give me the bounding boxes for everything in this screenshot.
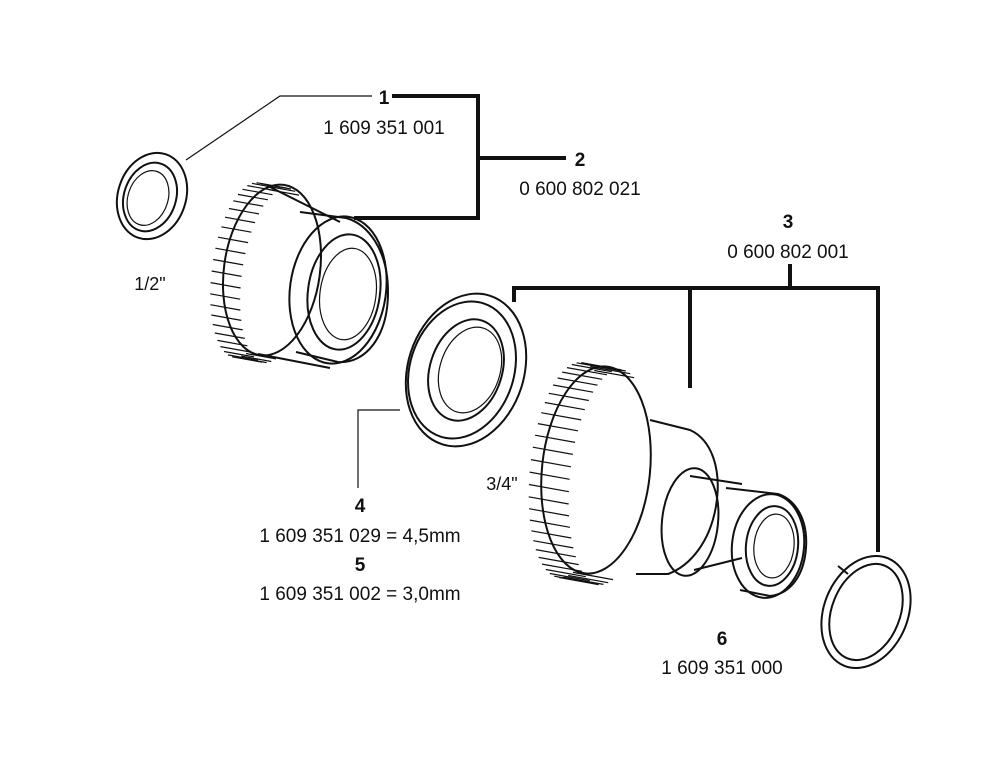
knurl-tooth [531, 530, 572, 539]
part-1-number: 1 [379, 88, 390, 109]
knurl-tooth [211, 270, 242, 277]
part-4-part-number: 1 609 351 029 = 4,5mm [259, 526, 460, 547]
knurl-tooth [210, 293, 241, 300]
part-3-number: 3 [783, 212, 794, 233]
bracket-part-3 [512, 286, 880, 552]
knurl-tooth [217, 339, 248, 347]
knurl-tooth [242, 188, 273, 196]
knurl-tooth [212, 323, 243, 331]
knurl-tooth [548, 392, 589, 402]
knurl-tooth [541, 412, 582, 421]
knurl-tooth [529, 471, 570, 480]
part-5-part-number: 1 609 351 002 = 3,0mm [259, 584, 460, 605]
part-2-number: 2 [575, 150, 586, 171]
part-3-part-number: 0 600 802 001 [727, 242, 849, 263]
knurl-tooth [538, 556, 579, 566]
part-2-part-number: 0 600 802 021 [519, 179, 641, 200]
knurl-tooth [268, 189, 300, 196]
connector-part-3 [528, 362, 808, 599]
knurl-tooth [215, 247, 246, 255]
knurl-tooth [528, 496, 569, 505]
size-label-half-inch: 1/2" [134, 274, 165, 294]
knurl-tooth [544, 401, 585, 411]
part-6-number: 6 [717, 629, 728, 650]
knurl-tooth [224, 216, 256, 224]
bracket-part-1-2 [354, 94, 480, 220]
size-label-three-quarter-inch: 3/4" [486, 474, 517, 494]
connector-part-2 [210, 182, 389, 369]
knurl-tooth [537, 423, 579, 432]
knurl-tooth [535, 549, 576, 558]
knurl-tooth [552, 384, 594, 393]
washer-part-4-5 [404, 292, 528, 448]
part-6-part-number: 1 609 351 000 [661, 658, 783, 679]
part-4-number: 4 [355, 496, 366, 517]
knurl-tooth [563, 576, 604, 585]
washer-part-1 [115, 151, 189, 241]
knurl-tooth [528, 483, 570, 493]
knurl-tooth [221, 226, 252, 233]
knurl-tooth [545, 568, 586, 578]
knurl-tooth [557, 377, 598, 386]
leader-line-part-4-5 [357, 409, 400, 488]
knurl-tooth [530, 459, 572, 468]
part-5-number: 5 [355, 555, 366, 576]
knurl-tooth [228, 207, 260, 215]
knurl-tooth [227, 354, 259, 361]
knurl-tooth [568, 574, 609, 584]
knurl-tooth [534, 434, 576, 443]
knurl-tooth [554, 575, 595, 584]
knurl-tooth [217, 236, 249, 244]
knurl-tooth [210, 282, 241, 289]
ring-part-6 [820, 554, 912, 670]
knurl-tooth [549, 572, 590, 582]
part-1-part-number: 1 609 351 001 [323, 118, 445, 139]
knurl-tooth [572, 571, 614, 581]
knurl-tooth [241, 355, 272, 363]
knurl-tooth [532, 446, 573, 455]
knurl-tooth [260, 183, 292, 190]
knurl-tooth [529, 519, 571, 528]
leader-line-part-1 [185, 95, 372, 161]
knurl-tooth [214, 332, 245, 339]
knurl-tooth [223, 350, 255, 358]
knurl-tooth [231, 356, 263, 363]
knurl-tooth [213, 258, 244, 266]
knurl-tooth [528, 508, 570, 517]
knurl-tooth [220, 346, 251, 353]
